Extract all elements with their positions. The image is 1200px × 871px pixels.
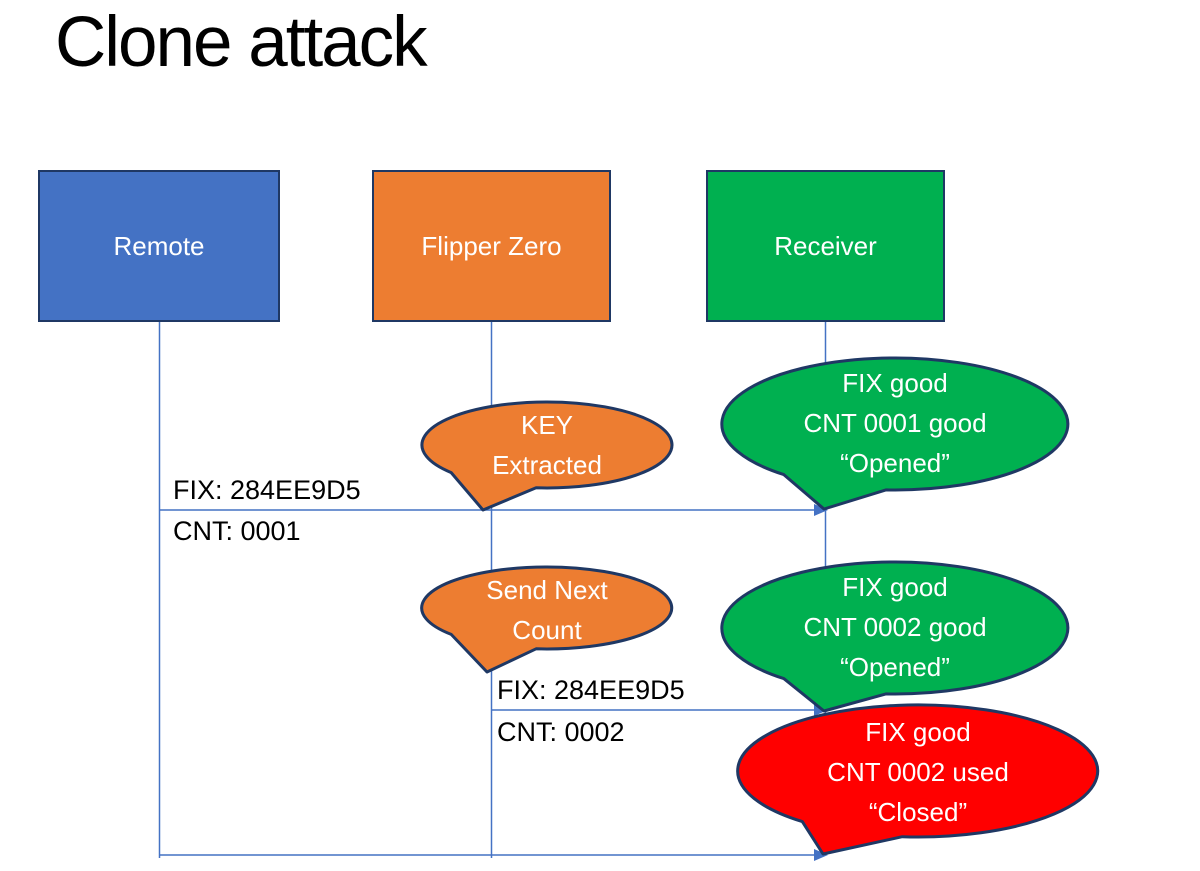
callout-line: CNT 0001 good (803, 408, 987, 438)
callout-line: CNT 0002 good (803, 612, 987, 642)
actor-box-flipper-zero: Flipper Zero (372, 170, 611, 322)
receiver-closed-callout-text: FIX good CNT 0002 used “Closed” (768, 712, 1068, 832)
page-title: Clone attack (55, 3, 428, 82)
callout-line: FIX good (865, 717, 971, 747)
send-next-count-callout-text: Send Next Count (397, 570, 697, 650)
actor-box-remote: Remote (38, 170, 280, 322)
callout-line: “Closed” (868, 797, 968, 827)
receiver-opened-2-callout-shape (720, 560, 1070, 713)
actor-label-receiver: Receiver (774, 230, 877, 261)
message1-cnt-label: CNT: 0001 (173, 516, 301, 546)
callout-line: Extracted (492, 450, 602, 480)
receiver-closed-callout-shape (736, 703, 1100, 856)
message2-fix-label: FIX: 284EE9D5 (497, 675, 685, 705)
message1-arrowhead-icon (814, 504, 828, 516)
actor-label-remote: Remote (113, 230, 205, 261)
message1-fix-label: FIX: 284EE9D5 (173, 475, 361, 505)
callout-line: Count (512, 615, 582, 645)
message3-arrowhead-icon (814, 849, 828, 861)
callout-line: KEY (520, 410, 574, 440)
callout-line: “Opened” (840, 652, 950, 682)
callout-line: FIX good (842, 572, 948, 602)
key-extracted-callout-shape (420, 400, 674, 512)
callout-line: Send Next (486, 575, 608, 605)
actor-label-flipper-zero: Flipper Zero (421, 230, 562, 261)
receiver-opened-2-callout-text: FIX good CNT 0002 good “Opened” (745, 567, 1045, 687)
send-next-count-callout-shape (420, 565, 674, 674)
actor-box-receiver: Receiver (706, 170, 945, 322)
receiver-opened-1-callout-shape (720, 356, 1070, 511)
callout-line: CNT 0002 used (827, 757, 1009, 787)
message2-cnt-label: CNT: 0002 (497, 717, 625, 747)
receiver-opened-1-callout-text: FIX good CNT 0001 good “Opened” (745, 363, 1045, 483)
key-extracted-callout-text: KEY Extracted (397, 405, 697, 485)
callout-line: FIX good (842, 368, 948, 398)
callout-line: “Opened” (840, 448, 950, 478)
